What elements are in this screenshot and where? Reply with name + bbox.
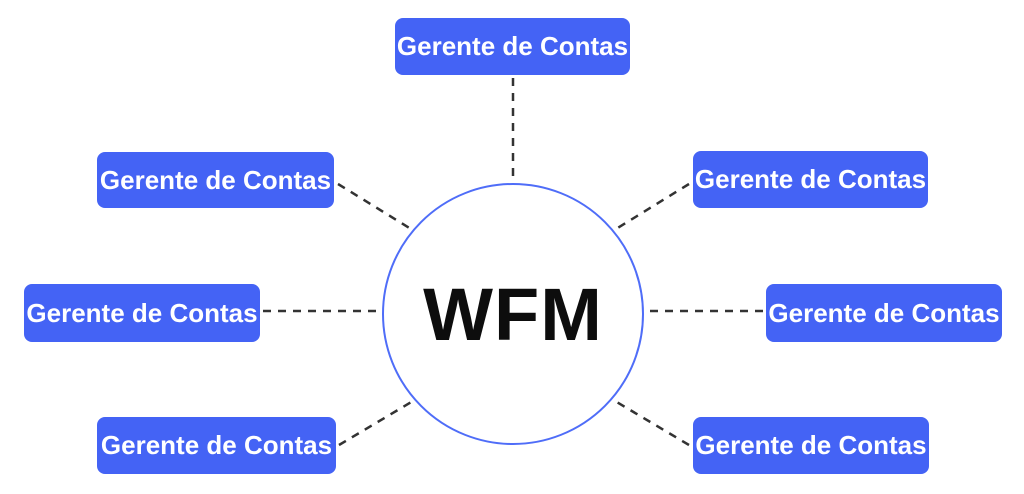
node-label: Gerente de Contas [26, 297, 258, 328]
node-gerente-de-contas-top: Gerente de Contas [395, 18, 630, 75]
node-gerente-de-contas-middle-right: Gerente de Contas [766, 284, 1002, 342]
node-label: Gerente de Contas [99, 164, 332, 195]
node-label: Gerente de Contas [694, 164, 927, 194]
node-label: Gerente de Contas [768, 297, 1000, 328]
node-gerente-de-contas-lower-left: Gerente de Contas [97, 417, 336, 474]
central-hub-circle: WFM [382, 183, 644, 445]
node-label: Gerente de Contas [100, 430, 333, 460]
connector-upper-left [337, 182, 412, 231]
central-hub-label: WFM [423, 272, 603, 356]
node-gerente-de-contas-lower-right: Gerente de Contas [693, 417, 929, 474]
node-gerente-de-contas-middle-left: Gerente de Contas [24, 284, 260, 342]
node-gerente-de-contas-upper-right: Gerente de Contas [693, 151, 928, 208]
node-gerente-de-contas-upper-left: Gerente de Contas [97, 152, 334, 208]
connector-lower-right [614, 399, 690, 447]
connector-upper-right [615, 182, 690, 231]
node-label: Gerente de Contas [396, 31, 629, 61]
connector-lower-left [338, 399, 414, 447]
node-label: Gerente de Contas [695, 430, 927, 460]
